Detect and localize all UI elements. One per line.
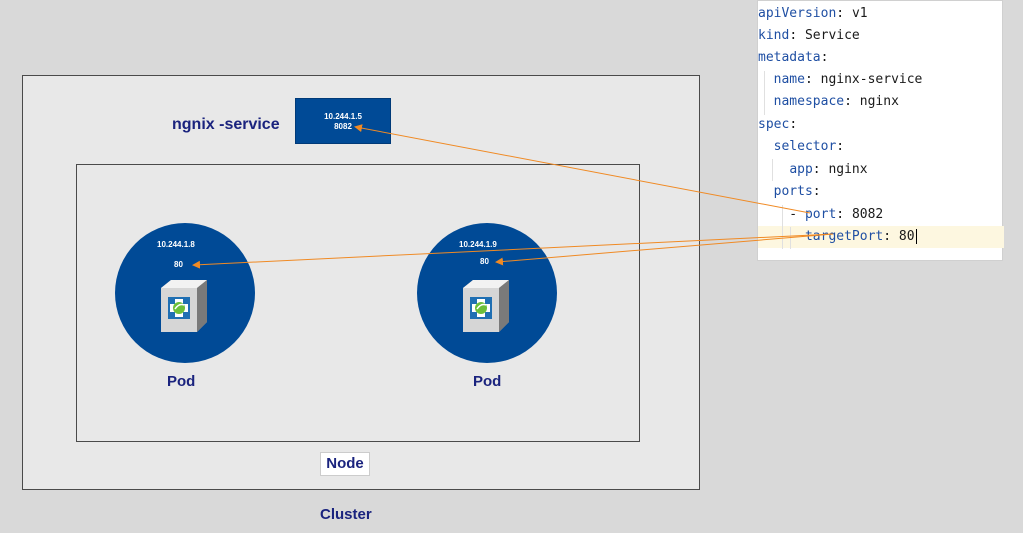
targetport-arrow-pod-1 bbox=[192, 233, 834, 269]
service-ip: 10.244.1.5 bbox=[324, 112, 362, 121]
pod-caption: Pod bbox=[167, 373, 196, 390]
yaml-line-kind: kind: Service bbox=[758, 28, 860, 43]
yaml-line-ports: ports: bbox=[773, 184, 821, 199]
yaml-code-panel[interactable]: apiVersion: v1 kind: Service metadata: n… bbox=[757, 0, 1004, 261]
yaml-line-targetport: targetPort: 80 bbox=[804, 229, 917, 244]
pod-port: 80 bbox=[480, 257, 489, 266]
service-name-label: ngnix -service bbox=[172, 116, 280, 133]
cluster-label: Cluster bbox=[320, 506, 372, 523]
container-icon bbox=[161, 280, 207, 332]
pod-ip: 10.244.1.9 bbox=[459, 240, 497, 249]
port-mapping-arrow bbox=[354, 124, 811, 214]
indent-guide bbox=[782, 205, 783, 249]
current-line-highlight bbox=[758, 226, 1004, 248]
container-icon bbox=[463, 280, 509, 332]
yaml-line-port: - port: 8082 bbox=[758, 207, 884, 222]
yaml-line-selector: selector: bbox=[773, 139, 845, 154]
yaml-line-metadata: metadata: bbox=[758, 50, 829, 65]
indent-guide bbox=[764, 71, 765, 115]
yaml-line-name: name: nginx-service bbox=[773, 72, 923, 87]
service-box: 10.244.1.5 8082 bbox=[295, 98, 391, 144]
text-caret bbox=[915, 229, 917, 244]
pod-port: 80 bbox=[174, 260, 183, 269]
targetport-arrow-pod-2 bbox=[495, 233, 834, 266]
pod-circle: 10.244.1.8 80 bbox=[115, 223, 255, 363]
indent-guide bbox=[772, 159, 773, 181]
pod-circle: 10.244.1.9 80 bbox=[417, 223, 557, 363]
yaml-line-namespace: namespace: nginx bbox=[773, 94, 899, 109]
yaml-line-app: app: nginx bbox=[789, 162, 868, 177]
service-port: 8082 bbox=[334, 122, 352, 131]
pod-caption: Pod bbox=[473, 373, 502, 390]
yaml-line-apiversion: apiVersion: v1 bbox=[758, 6, 868, 21]
node-label: Node bbox=[320, 452, 370, 476]
yaml-line-spec: spec: bbox=[758, 117, 798, 132]
pod-ip: 10.244.1.8 bbox=[157, 240, 195, 249]
